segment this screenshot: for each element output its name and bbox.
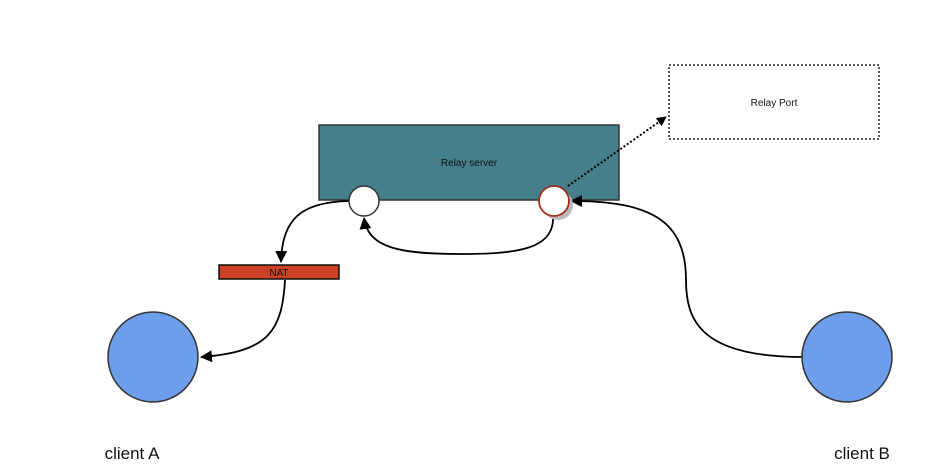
- nat-box[interactable]: [218, 264, 340, 280]
- edge-nat-to-client-a: [200, 279, 286, 363]
- edge-port-left-to-nat: [275, 200, 350, 263]
- relay-port-box[interactable]: [668, 64, 880, 140]
- edge-client-b-to-port-right: [570, 195, 804, 358]
- port-right-node[interactable]: [538, 185, 570, 217]
- relay-port-node[interactable]: Relay Port: [668, 64, 880, 140]
- client-b-circle[interactable]: [801, 311, 893, 403]
- client-a-label: client A: [105, 444, 160, 463]
- port-left-node[interactable]: [348, 185, 380, 217]
- relay-port-label: Relay Port: [751, 98, 798, 109]
- nat-node[interactable]: NAT: [218, 264, 340, 280]
- relay-server-label: Relay server: [441, 158, 498, 169]
- edge-port-right-to-port-left: [359, 215, 554, 255]
- client-a-circle[interactable]: [107, 311, 199, 403]
- client-a-node[interactable]: client A: [105, 311, 199, 463]
- client-b-label: client B: [834, 444, 890, 463]
- client-b-node[interactable]: client B: [801, 311, 893, 463]
- nat-label: NAT: [269, 268, 288, 279]
